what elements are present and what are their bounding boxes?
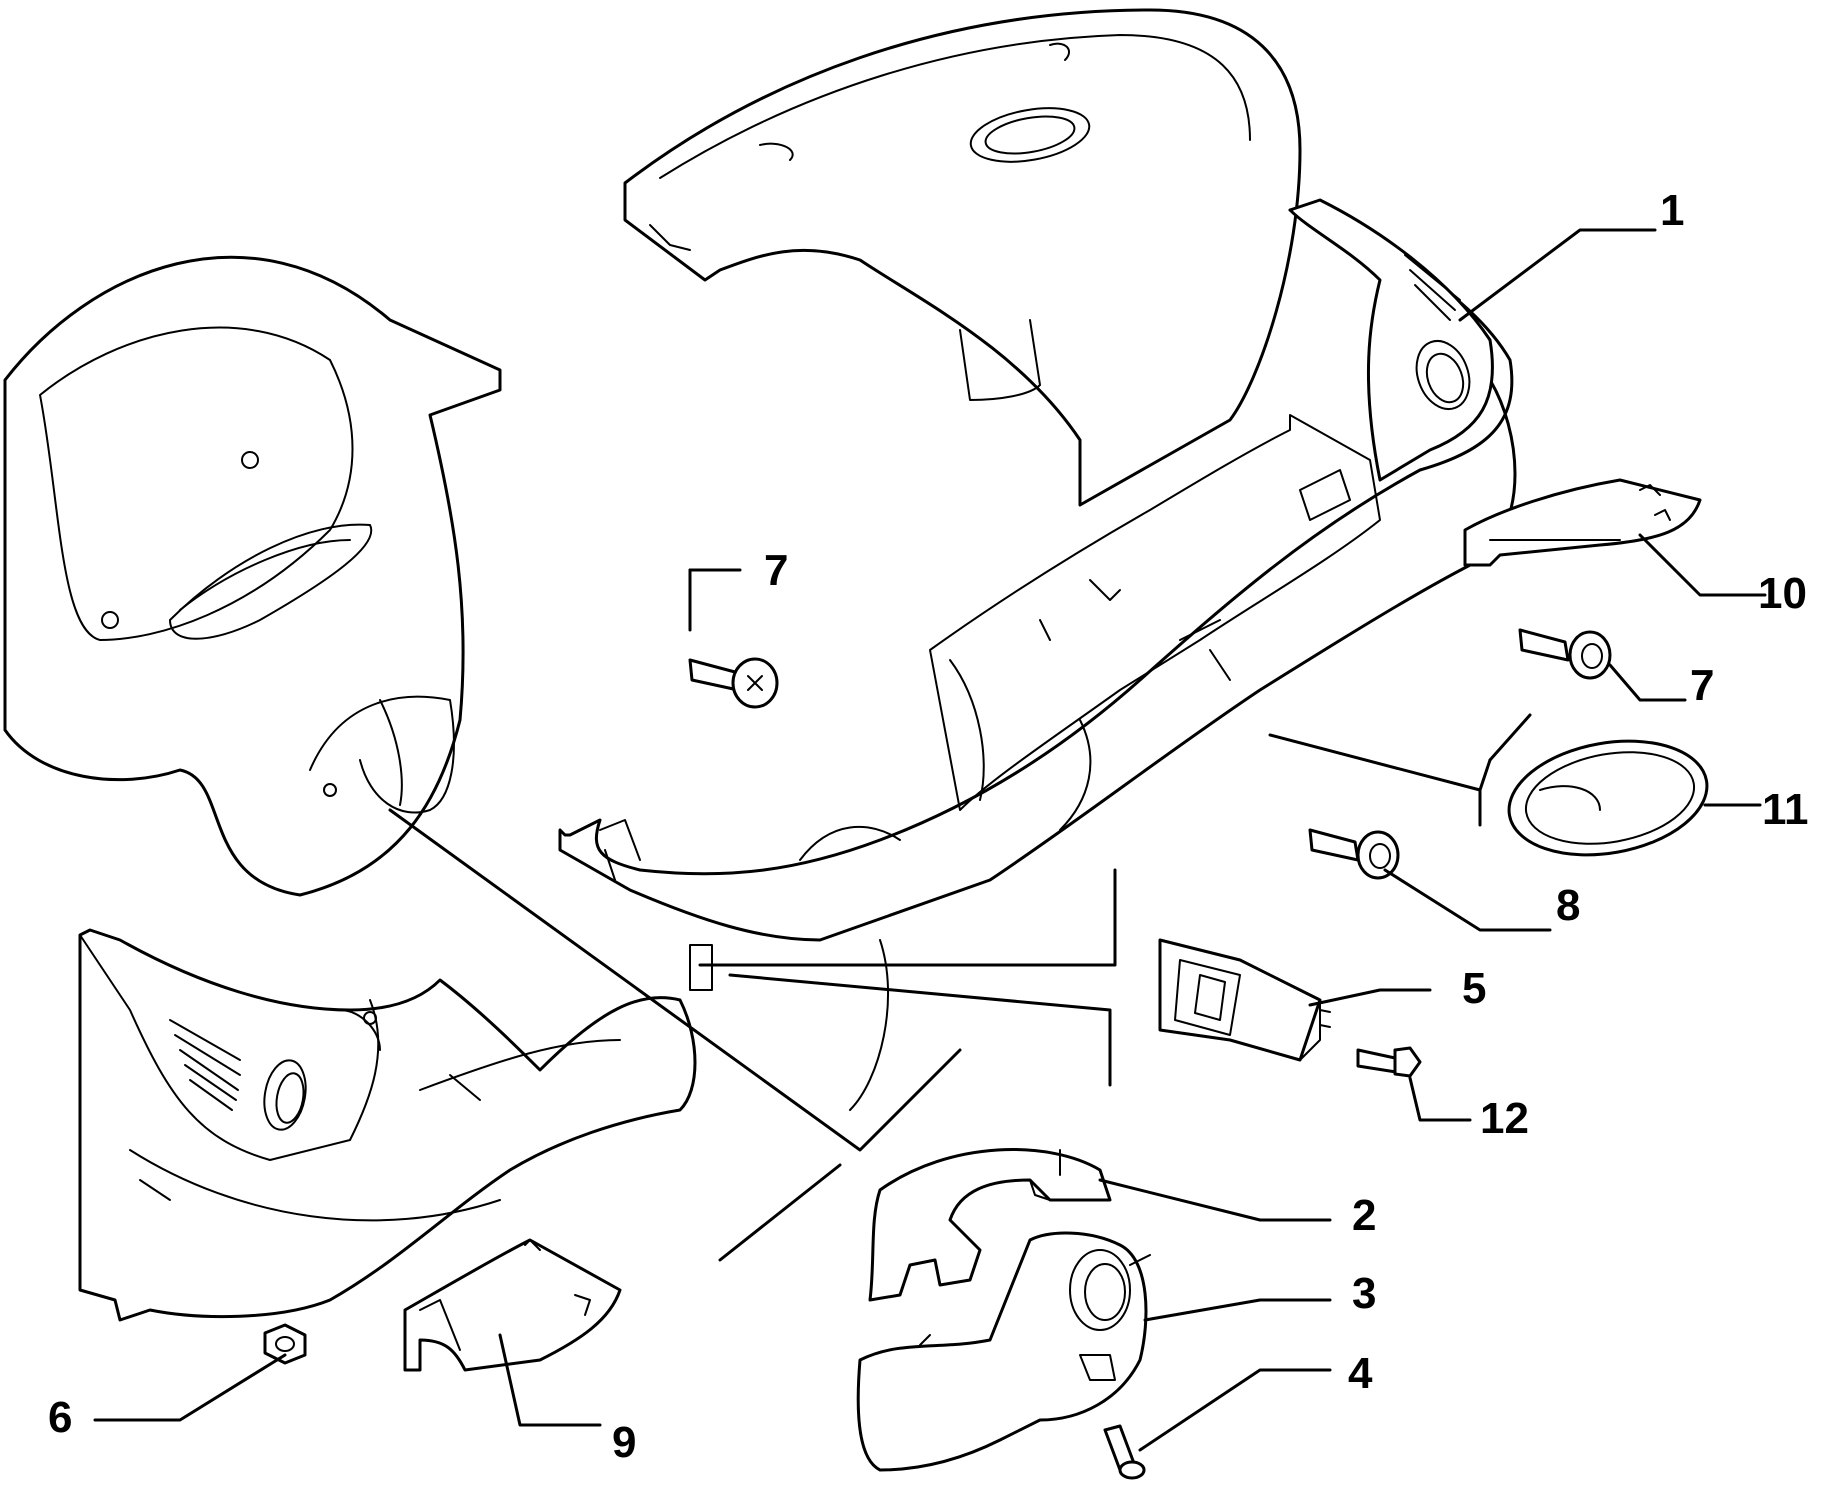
callout-2: 2 bbox=[1352, 1191, 1376, 1240]
screw-12 bbox=[1356, 1046, 1422, 1078]
upper-dash-top-cover bbox=[623, 8, 1302, 507]
callout-8: 8 bbox=[1556, 881, 1580, 930]
callout-1: 1 bbox=[1660, 186, 1684, 235]
screw-8 bbox=[1308, 828, 1400, 880]
dashboard-switch-5 bbox=[1158, 938, 1331, 1062]
nut-6 bbox=[263, 1323, 307, 1365]
steering-column-upper-shroud bbox=[868, 1148, 1112, 1302]
callout-7-left: 7 bbox=[764, 546, 788, 595]
screw-7-left bbox=[688, 657, 779, 709]
disc-cover-11 bbox=[1507, 739, 1709, 857]
callout-11: 11 bbox=[1762, 785, 1809, 834]
leader-lines bbox=[93, 228, 1767, 1452]
steering-column-lower-shroud bbox=[856, 1231, 1151, 1472]
left-dash-cover bbox=[3, 255, 502, 897]
callout-4: 4 bbox=[1348, 1349, 1373, 1398]
cover-plate-9 bbox=[403, 1238, 622, 1372]
callout-6: 6 bbox=[48, 1393, 72, 1442]
callout-12: 12 bbox=[1480, 1094, 1529, 1143]
section-lines bbox=[388, 713, 1532, 1262]
callout-10: 10 bbox=[1758, 569, 1807, 618]
bolt-4 bbox=[1103, 1424, 1146, 1480]
callout-3: 3 bbox=[1352, 1269, 1376, 1318]
callout-labels: 1 2 3 4 5 6 7 7 8 9 10 11 12 bbox=[48, 186, 1809, 1467]
callout-9: 9 bbox=[612, 1418, 636, 1467]
screw-7-right bbox=[1518, 628, 1612, 680]
lower-left-knee-panel bbox=[78, 928, 697, 1322]
cover-plate-10 bbox=[1463, 478, 1702, 567]
callout-5: 5 bbox=[1462, 964, 1486, 1013]
callout-7-right: 7 bbox=[1690, 661, 1714, 710]
